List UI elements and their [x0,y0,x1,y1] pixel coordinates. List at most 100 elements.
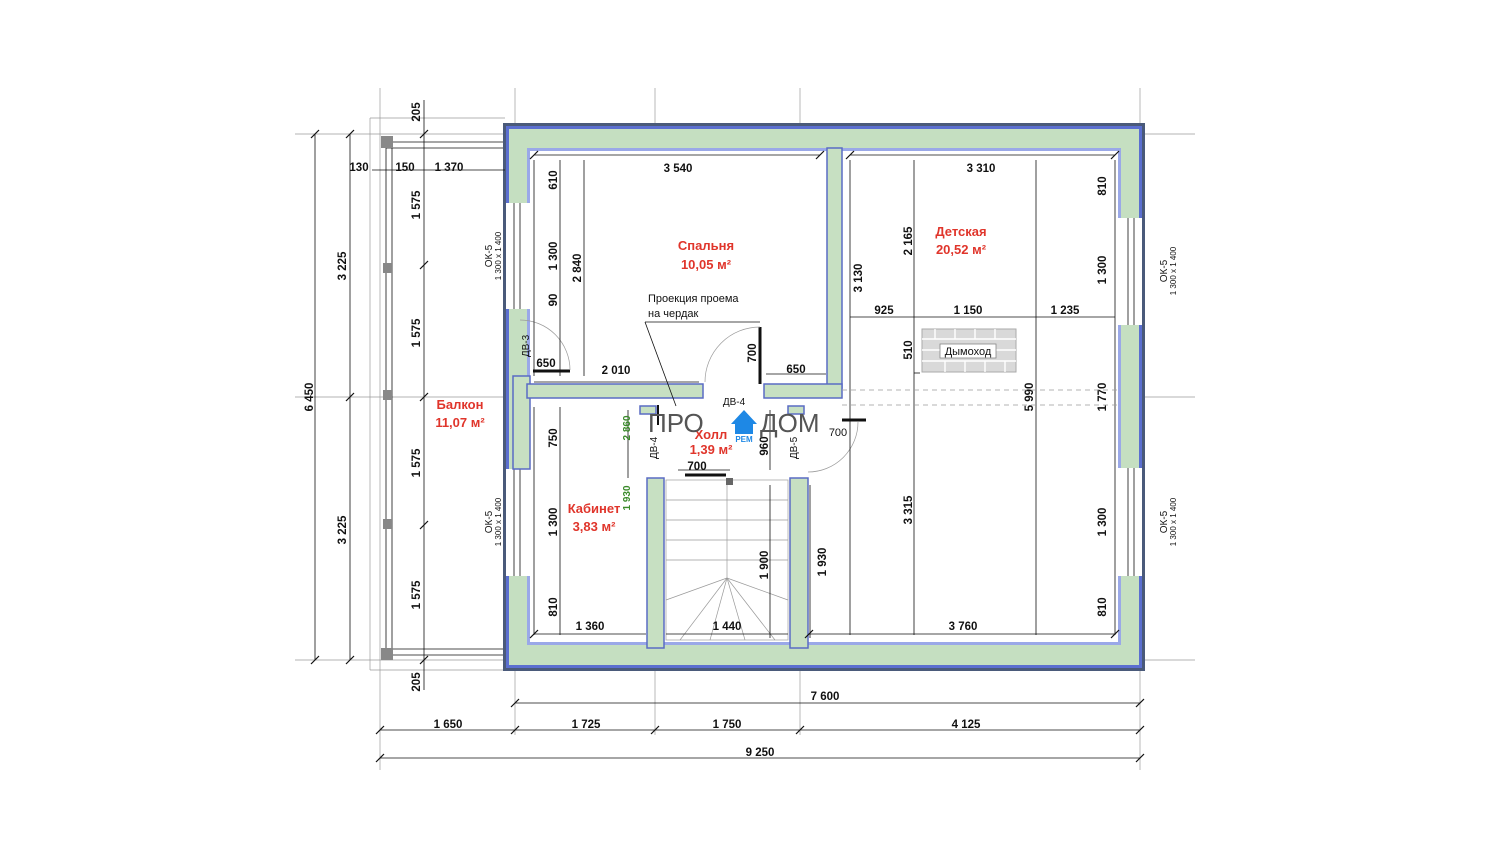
dim-hall-700: 700 [687,461,706,473]
attic-projection [842,389,1118,406]
dim-rail-bottom: 205 [411,672,423,692]
dim-kids-3760: 3 760 [949,621,978,633]
room-bedroom-name: Спальня [678,238,734,253]
dim-kids-5990: 5 990 [1024,383,1036,412]
window-size: 1 300 х 1 400 [494,497,503,546]
dim-bedroom-90: 90 [548,294,560,307]
dim-bottom-seg-2: 1 725 [572,719,601,731]
dim-kids-1770: 1 770 [1097,383,1109,412]
dim-bedroom-650: 650 [536,358,555,370]
logo-text-right: ДОМ [760,408,820,438]
dim-hall-960: 960 [759,436,771,455]
door-label-dv4-top: ДВ-4 [723,397,746,408]
dim-left-half-2: 3 225 [337,515,349,544]
logo-text-sub: РЕМ [735,435,753,444]
dim-bottom-seg-1: 1 650 [434,719,463,731]
room-hall-area: 1,39 м² [690,442,734,457]
window-size: 1 300 х 1 400 [1169,246,1178,295]
dimension-labels: 9 250 7 600 1 650 1 725 1 750 4 125 6 45… [304,102,1109,759]
dim-stair-1930: 1 930 [817,548,829,577]
dim-kids-925: 925 [874,305,894,317]
dim-study-1300: 1 300 [548,508,560,537]
room-kids-area: 20,52 м² [936,242,987,257]
dim-kids-810b: 810 [1097,597,1109,616]
window-labels: ОК-5 1 300 х 1 400 ОК-5 1 300 х 1 400 ОК… [484,231,1178,546]
window-code: ОК-5 [484,244,495,267]
dim-stair-1440: 1 440 [713,621,742,633]
window-code: ОК-5 [484,510,495,533]
window-code: ОК-5 [1159,510,1170,533]
dim-balcony-top-3: 1 370 [435,162,464,174]
logo-text-left: ПРО [648,408,704,438]
dim-bedroom-width: 3 540 [664,163,693,175]
window-size: 1 300 х 1 400 [494,231,503,280]
windows [506,203,1142,576]
pro-dom-logo: ПРО РЕМ ДОМ [648,408,820,444]
attic-note-line2: на чердак [648,308,698,320]
dim-hall-2860: 2 860 [622,415,633,440]
door-swings [519,319,859,473]
dim-bedroom-2010: 2 010 [602,365,631,377]
interior-dim-lines [533,154,1116,638]
dim-hall-700b: 700 [829,427,847,439]
door-label-dv5: ДВ-5 [789,436,800,459]
dim-kids-1150: 1 150 [954,305,983,317]
chimney: Дымоход [921,328,1017,373]
dim-balcony-seg-3: 1 575 [411,448,423,477]
dim-kids-3130: 3 130 [853,264,865,293]
dim-bedroom-650b: 650 [786,364,805,376]
dim-stair-1900: 1 900 [759,551,771,580]
dim-balcony-seg-4: 1 575 [411,580,423,609]
dim-kids-810a: 810 [1097,176,1109,195]
room-study-area: 3,83 м² [573,519,617,534]
room-hall-name: Холл [695,427,728,442]
door-label-dv3: ДВ-3 [521,334,532,357]
door-labels: ДВ-3 ДВ-4 ДВ-4 ДВ-5 [521,334,800,459]
dim-bedroom-2840: 2 840 [572,254,584,283]
balcony-post [383,519,392,529]
dim-bottom-seg-4: 4 125 [952,719,981,731]
exterior-dim-lines [314,100,1140,759]
attic-note-line1: Проекция проема [648,293,739,305]
window-code: ОК-5 [1159,259,1170,282]
room-bedroom-area: 10,05 м² [681,257,732,272]
room-kids-name: Детская [935,224,986,239]
dim-balcony-seg-2: 1 575 [411,318,423,347]
dim-left-half-1: 3 225 [337,251,349,280]
window-size: 1 300 х 1 400 [1169,497,1178,546]
dim-building-width: 7 600 [811,691,840,703]
balcony [381,136,503,660]
partition-marks [533,327,866,477]
house-icon [731,410,757,434]
balcony-post [381,648,393,660]
dim-study-1360: 1 360 [576,621,605,633]
dim-left-total: 6 450 [304,383,316,412]
door-label-dv4-left: ДВ-4 [649,436,660,459]
dim-bottom-seg-3: 1 750 [713,719,742,731]
dim-bedroom-1300: 1 300 [548,242,560,271]
room-balcony-area: 11,07 м² [435,415,485,430]
dim-balcony-top-1: 130 [349,162,368,174]
chimney-label: Дымоход [945,346,992,358]
dim-rail-top: 205 [411,102,423,122]
dim-kids-1300b: 1 300 [1097,508,1109,537]
dim-study-750: 750 [548,428,560,447]
dim-kids-3315: 3 315 [903,495,915,524]
dim-balcony-top-2: 150 [395,162,414,174]
balcony-post [381,136,393,148]
dim-balcony-seg-1: 1 575 [411,190,423,219]
balcony-post [383,263,392,273]
dim-kids-1235: 1 235 [1051,305,1080,317]
dim-study-810: 810 [548,597,560,616]
dim-kids-width: 3 310 [967,163,996,175]
dim-kids-1300a: 1 300 [1097,256,1109,285]
room-balcony-name: Балкон [437,397,484,412]
dim-bedroom-700: 700 [747,343,759,362]
dim-kids-510: 510 [903,340,915,359]
dim-ticks [310,129,1145,763]
dim-kids-2165: 2 165 [903,226,915,255]
balcony-post [383,390,392,400]
room-study-name: Кабинет [568,501,621,516]
staircase [665,478,789,641]
